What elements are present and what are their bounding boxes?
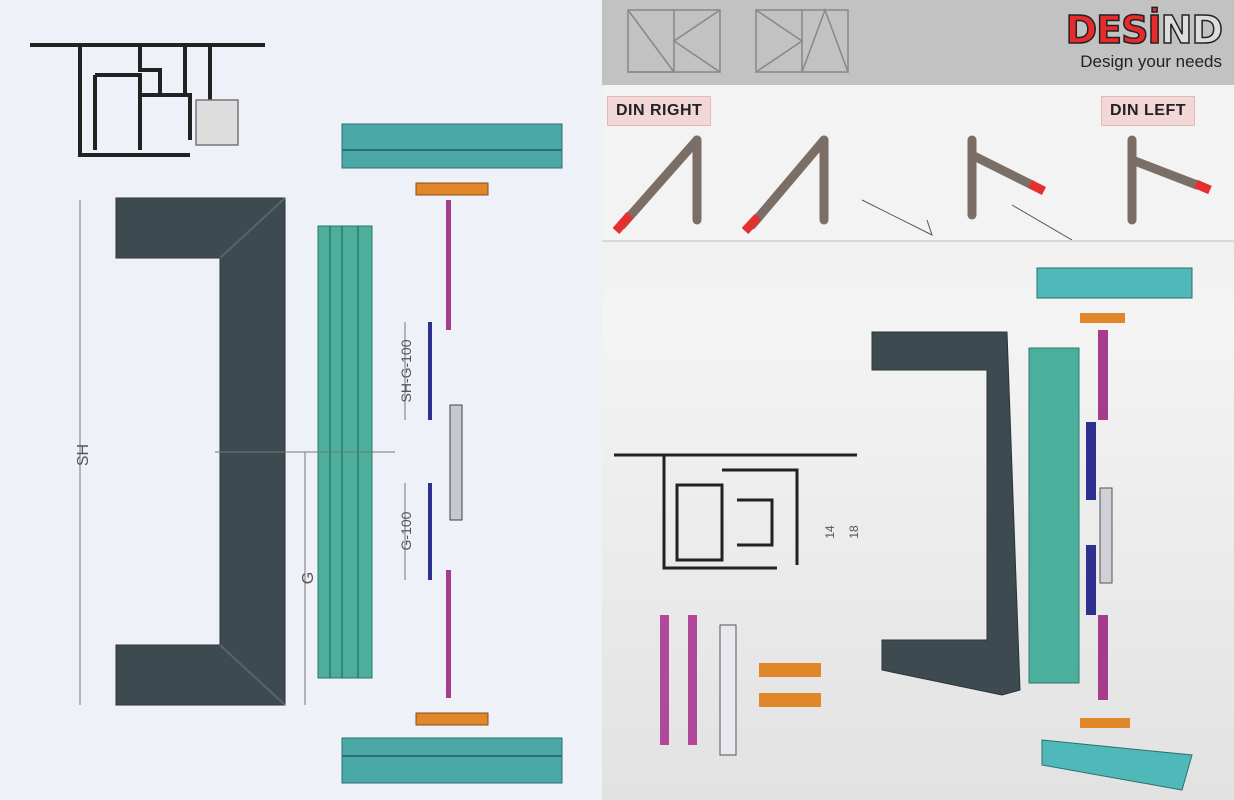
- logo-tagline: Design your needs: [1080, 52, 1222, 71]
- handle-icon: [747, 135, 829, 230]
- dim-18: 18: [847, 525, 861, 539]
- gear-mechanism: [449, 404, 463, 521]
- top-profile-3d: [1036, 267, 1193, 299]
- handle-icon: [617, 135, 702, 230]
- handle-icon: [1127, 135, 1202, 225]
- handle-orientation-band: DIN RIGHT DIN LEFT: [602, 85, 1234, 242]
- exploded-3d-view: 14 18: [614, 267, 1193, 791]
- dim-14: 14: [823, 525, 837, 539]
- dim-g: G: [300, 572, 317, 584]
- top-profile: [341, 123, 563, 169]
- dim-sh-g-100: SH-G-100: [398, 339, 414, 402]
- technical-drawing-panel: SH G SH-G-100 G-100: [0, 0, 602, 800]
- rod-lower: [446, 570, 451, 698]
- desind-logo: DESİND Design your needs: [1065, 8, 1224, 71]
- keeper-bottom: [415, 712, 489, 726]
- rod-upper: [446, 200, 451, 330]
- window-type-icons: [627, 7, 849, 73]
- keeper-top: [415, 182, 489, 196]
- dim-sh: SH: [75, 444, 92, 466]
- frame-3d: [871, 331, 1021, 696]
- handle-icon: [967, 135, 1037, 220]
- profile-cross-section: [30, 43, 265, 157]
- din-left-label: DIN LEFT: [1101, 96, 1195, 126]
- bar-lower: [428, 483, 432, 580]
- bottom-profile: [341, 737, 563, 784]
- technical-drawing: SH G SH-G-100 G-100: [30, 43, 563, 784]
- header: DESİND Design your needs: [602, 0, 1234, 85]
- handle-illustrations: [612, 135, 1212, 240]
- glazing-bead-3d: [1028, 347, 1080, 684]
- bar-upper: [428, 322, 432, 420]
- bottom-profile-3d: [1041, 739, 1193, 791]
- keeper-3d: [1080, 313, 1125, 323]
- dim-g-100: G-100: [398, 511, 414, 550]
- frame-profile: [115, 197, 286, 706]
- product-view-panel: DESİND Design your needs DIN RIGHT DIN L…: [602, 0, 1234, 800]
- profile-cross-section-small: [614, 453, 857, 570]
- din-right-label: DIN RIGHT: [607, 96, 712, 126]
- dimension-lines: [79, 200, 406, 705]
